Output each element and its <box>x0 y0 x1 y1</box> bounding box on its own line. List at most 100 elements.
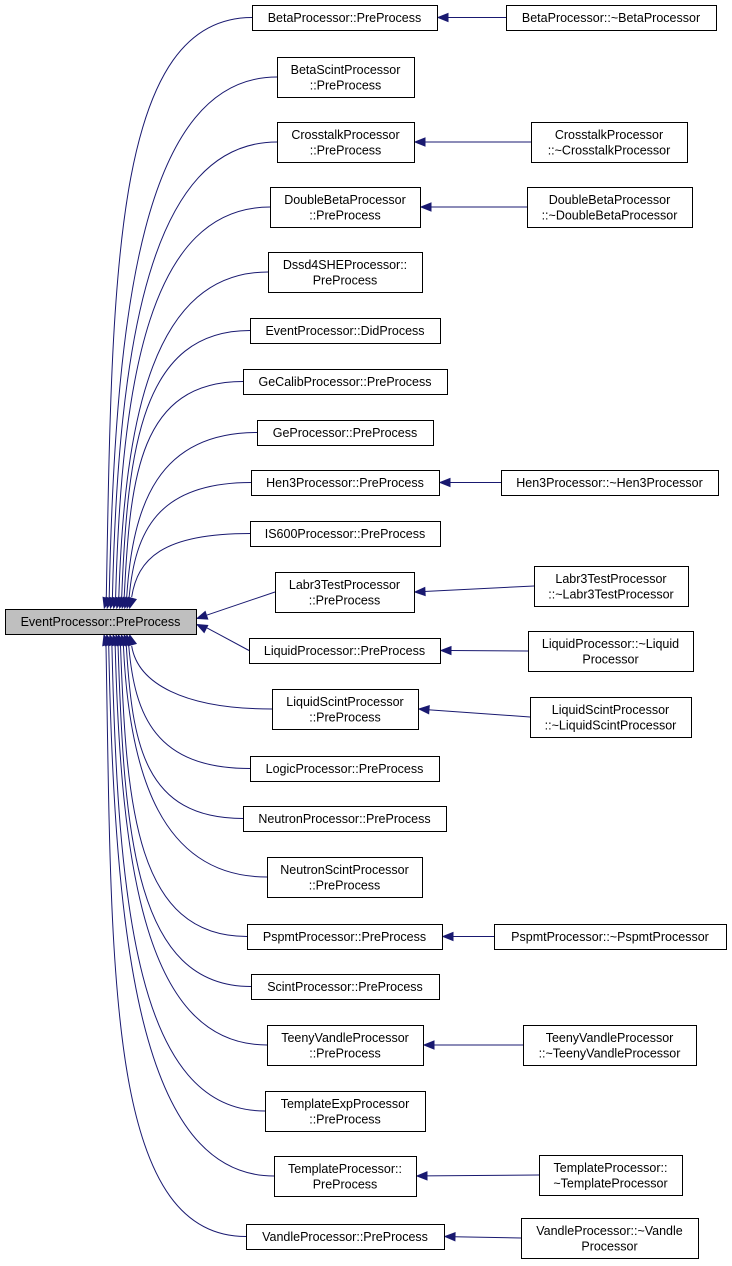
node-templateexp[interactable]: TemplateExpProcessor::PreProcess <box>265 1091 426 1132</box>
node-label: EventProcessor::DidProcess <box>265 324 424 338</box>
node-label: ~TemplateProcessor <box>553 1176 667 1190</box>
node-label: CrosstalkProcessor <box>555 128 663 142</box>
node-label: ::PreProcess <box>309 1112 381 1126</box>
node-label: Labr3TestProcessor <box>555 572 666 586</box>
node-template[interactable]: TemplateProcessor::PreProcess <box>274 1156 417 1197</box>
node-box <box>506 5 717 31</box>
edge-line <box>111 141 278 598</box>
edge-line <box>105 17 253 598</box>
node-doublebeta-d[interactable]: DoubleBetaProcessor::~DoubleBetaProcesso… <box>527 187 693 228</box>
edge-arrowhead <box>422 1040 435 1050</box>
node-labr3[interactable]: Labr3TestProcessor::PreProcess <box>275 572 415 613</box>
edge-line <box>105 645 247 1237</box>
edge-line <box>111 645 266 1112</box>
edge-arrowhead <box>415 1171 428 1181</box>
node-hen3[interactable]: Hen3Processor::PreProcess <box>251 470 440 496</box>
node-neutronscint[interactable]: NeutronScintProcessor::PreProcess <box>267 857 423 898</box>
node-template-d[interactable]: TemplateProcessor::~TemplateProcessor <box>539 1155 683 1196</box>
node-box <box>252 5 438 31</box>
edge-arrowhead <box>439 645 452 656</box>
edge-line <box>427 709 531 718</box>
node-pspmt-d[interactable]: PspmtProcessor::~PspmtProcessor <box>494 924 727 950</box>
node-box <box>5 609 197 635</box>
edge-line <box>123 381 244 598</box>
node-label: LiquidScintProcessor <box>286 695 403 709</box>
node-scint[interactable]: ScintProcessor::PreProcess <box>251 974 440 1000</box>
node-beta[interactable]: BetaProcessor::PreProcess <box>252 5 438 31</box>
edge-is600-to-root <box>127 533 251 610</box>
node-box <box>521 1218 699 1259</box>
node-gecalib[interactable]: GeCalibProcessor::PreProcess <box>243 369 448 395</box>
node-beta-d[interactable]: BetaProcessor::~BetaProcessor <box>506 5 717 31</box>
node-teeny-d[interactable]: TeenyVandleProcessor::~TeenyVandleProces… <box>523 1025 697 1066</box>
node-box <box>531 122 688 163</box>
node-is600[interactable]: IS600Processor::PreProcess <box>250 521 441 547</box>
node-label: BetaScintProcessor <box>291 63 401 77</box>
node-vandle[interactable]: VandleProcessor::PreProcess <box>246 1224 445 1250</box>
node-liquid-d[interactable]: LiquidProcessor::~LiquidProcessor <box>528 631 694 672</box>
node-box <box>257 420 434 446</box>
edge-hen3-d-to-hen3 <box>438 477 501 488</box>
node-label: ::PreProcess <box>309 208 381 222</box>
node-vandle-d[interactable]: VandleProcessor::~VandleProcessor <box>521 1218 699 1259</box>
node-teeny[interactable]: TeenyVandleProcessor::PreProcess <box>267 1025 424 1066</box>
node-neutron[interactable]: NeutronProcessor::PreProcess <box>243 806 447 832</box>
node-labr3-d[interactable]: Labr3TestProcessor::~Labr3TestProcessor <box>534 566 689 607</box>
node-box <box>250 521 441 547</box>
node-box <box>275 572 415 613</box>
node-label: BetaProcessor::~BetaProcessor <box>522 11 700 25</box>
edge-teeny-d-to-teeny <box>422 1040 523 1050</box>
node-didprocess[interactable]: EventProcessor::DidProcess <box>250 318 441 344</box>
node-label: NeutronProcessor::PreProcess <box>258 812 430 826</box>
edge-arrowhead <box>438 477 451 488</box>
node-label: ::PreProcess <box>310 78 382 92</box>
node-crosstalk[interactable]: CrosstalkProcessor::PreProcess <box>277 122 415 163</box>
node-label: LiquidScintProcessor <box>552 703 669 717</box>
edge-arrowhead <box>195 610 209 620</box>
edge-ge-to-root <box>122 432 258 610</box>
node-logic[interactable]: LogicProcessor::PreProcess <box>250 756 440 782</box>
node-liquid[interactable]: LiquidProcessor::PreProcess <box>249 638 441 664</box>
edge-arrowhead <box>436 12 449 23</box>
node-liquidscint-d[interactable]: LiquidScintProcessor::~LiquidScintProces… <box>530 697 692 738</box>
edge-line <box>126 432 258 598</box>
edge-line <box>423 585 535 592</box>
node-doublebeta[interactable]: DoubleBetaProcessor::PreProcess <box>270 187 421 228</box>
edge-line <box>128 482 252 598</box>
node-box <box>494 924 727 950</box>
node-ge[interactable]: GeProcessor::PreProcess <box>257 420 434 446</box>
node-label: ::PreProcess <box>309 1046 381 1060</box>
node-label: ::PreProcess <box>309 878 381 892</box>
node-betascint[interactable]: BetaScintProcessor::PreProcess <box>277 57 415 98</box>
edge-arrowhead <box>413 586 426 597</box>
edge-arrowhead <box>413 137 426 147</box>
edge-logic-to-root <box>124 633 251 769</box>
node-label: TeenyVandleProcessor <box>546 1031 674 1045</box>
node-liquidscint[interactable]: LiquidScintProcessor::PreProcess <box>272 689 419 730</box>
node-box <box>265 1091 426 1132</box>
node-label: Dssd4SHEProcessor:: <box>283 258 407 272</box>
edge-line <box>117 645 252 987</box>
edge-liquidscint-d-to-liquidscint <box>417 705 531 718</box>
node-label: TemplateProcessor:: <box>288 1162 402 1176</box>
edge-vandle-to-root <box>102 633 247 1237</box>
node-dssd[interactable]: Dssd4SHEProcessor::PreProcess <box>268 252 423 293</box>
node-crosstalk-d[interactable]: CrosstalkProcessor::~CrosstalkProcessor <box>531 122 688 163</box>
edge-line <box>206 591 276 616</box>
edge-line <box>453 1236 522 1239</box>
node-pspmt[interactable]: PspmtProcessor::PreProcess <box>247 924 443 950</box>
edge-template-to-root <box>104 633 275 1177</box>
node-label: EventProcessor::PreProcess <box>21 615 181 629</box>
node-hen3-d[interactable]: Hen3Processor::~Hen3Processor <box>501 470 719 496</box>
edge-labr3-d-to-labr3 <box>413 585 535 597</box>
edge-liquid-d-to-liquid <box>439 645 529 656</box>
node-label: NeutronScintProcessor <box>280 863 409 877</box>
node-box <box>277 122 415 163</box>
node-label: PspmtProcessor::~PspmtProcessor <box>511 930 709 944</box>
node-root[interactable]: EventProcessor::PreProcess <box>5 609 197 635</box>
edge-line <box>128 645 251 769</box>
node-box <box>246 1224 445 1250</box>
edge-neutronscint-to-root <box>119 633 268 878</box>
node-label: GeCalibProcessor::PreProcess <box>259 375 432 389</box>
edge-line <box>131 533 251 598</box>
